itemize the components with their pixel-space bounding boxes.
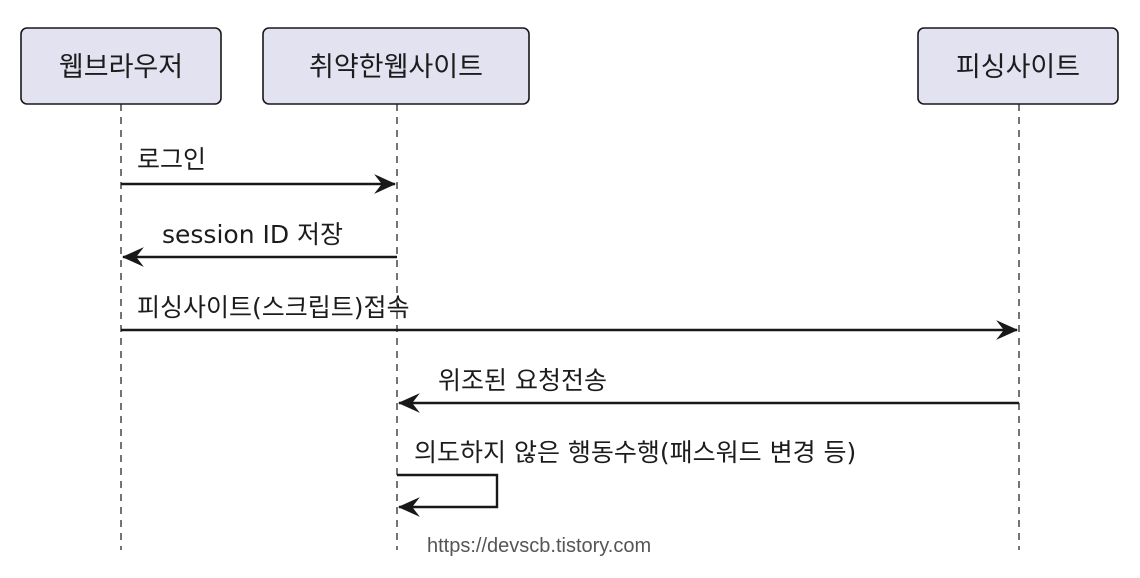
- actor-vulnerable-site: 취약한웹사이트: [262, 27, 530, 105]
- message-session-store: session ID 저장: [121, 220, 397, 267]
- actor-phishing-site: 피싱사이트: [917, 27, 1119, 105]
- actor-box: [20, 27, 222, 105]
- message-phishing-access: 피싱사이트(스크립트)접속: [121, 293, 1019, 340]
- message-login: 로그인: [121, 145, 397, 194]
- message-label: 피싱사이트(스크립트)접속: [137, 293, 410, 322]
- actor-label: 피싱사이트: [956, 52, 1080, 83]
- watermark-text: https://devscb.tistory.com: [427, 535, 651, 557]
- actor-box: [262, 27, 530, 105]
- actor-box: [917, 27, 1119, 105]
- actor-label: 웹브라우저: [59, 52, 183, 83]
- actor-label: 취약한웹사이트: [309, 52, 483, 83]
- message-arrow: [397, 473, 499, 517]
- message-unintended-action: 의도하지 않은 행동수행(패스워드 변경 등): [397, 438, 856, 517]
- message-label: 의도하지 않은 행동수행(패스워드 변경 등): [414, 438, 856, 467]
- actor-browser: 웹브라우저: [20, 27, 222, 105]
- message-forged-request: 위조된 요청전송: [397, 366, 1019, 413]
- message-label: session ID 저장: [162, 220, 343, 249]
- message-label: 로그인: [137, 145, 206, 174]
- message-label: 위조된 요청전송: [438, 366, 607, 395]
